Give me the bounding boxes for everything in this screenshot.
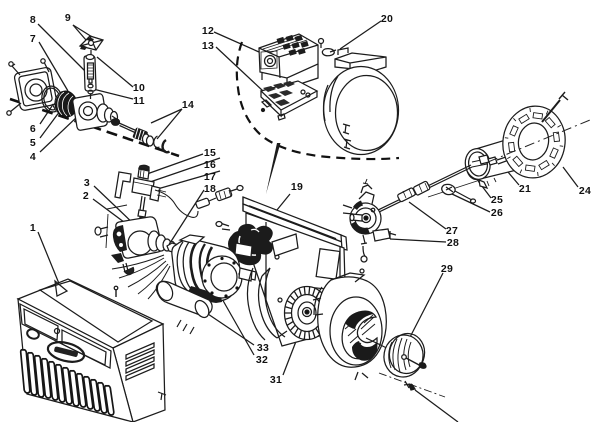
svg-text:13: 13 bbox=[202, 40, 214, 52]
svg-text:7: 7 bbox=[30, 33, 36, 45]
svg-text:2: 2 bbox=[83, 190, 89, 202]
svg-text:6: 6 bbox=[30, 123, 36, 135]
svg-text:31: 31 bbox=[270, 374, 282, 386]
svg-text:32: 32 bbox=[256, 354, 268, 366]
svg-text:20: 20 bbox=[381, 13, 393, 25]
svg-text:29: 29 bbox=[441, 263, 453, 275]
svg-text:24: 24 bbox=[579, 185, 591, 197]
svg-text:9: 9 bbox=[65, 12, 71, 24]
svg-text:21: 21 bbox=[519, 183, 531, 195]
svg-text:5: 5 bbox=[30, 137, 36, 149]
svg-text:25: 25 bbox=[491, 194, 503, 206]
svg-text:10: 10 bbox=[133, 82, 145, 94]
svg-text:12: 12 bbox=[202, 25, 214, 37]
svg-text:16: 16 bbox=[204, 159, 216, 171]
svg-text:15: 15 bbox=[204, 147, 216, 159]
svg-text:17: 17 bbox=[204, 171, 216, 183]
svg-text:1: 1 bbox=[30, 222, 36, 234]
svg-text:28: 28 bbox=[447, 237, 459, 249]
svg-text:18: 18 bbox=[204, 183, 216, 195]
svg-text:11: 11 bbox=[133, 95, 145, 107]
svg-text:3: 3 bbox=[84, 177, 90, 189]
svg-text:26: 26 bbox=[491, 207, 503, 219]
svg-text:4: 4 bbox=[30, 151, 36, 163]
svg-text:27: 27 bbox=[446, 225, 458, 237]
svg-text:8: 8 bbox=[30, 14, 36, 26]
svg-text:33: 33 bbox=[257, 342, 269, 354]
svg-text:19: 19 bbox=[291, 181, 303, 193]
svg-text:14: 14 bbox=[182, 99, 194, 111]
